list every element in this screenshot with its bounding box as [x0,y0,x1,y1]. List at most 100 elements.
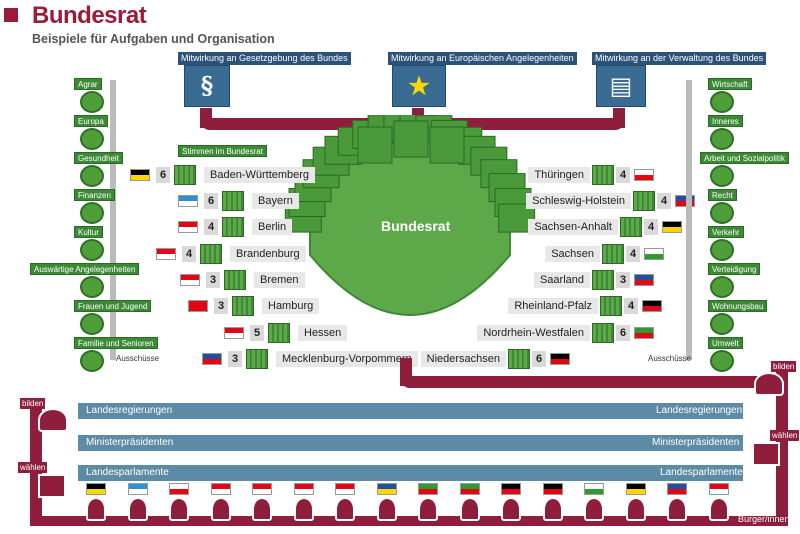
state-votes: 4 [182,246,196,262]
paragraph-icon: § [184,65,230,107]
state-votes: 4 [204,219,218,235]
state-name: Berlin [252,219,293,235]
state-flag [634,274,654,286]
title-marker [4,8,18,22]
chamber-label: Bundesrat [381,218,451,234]
bottom-state-flag [542,483,563,495]
citizen-icon [210,497,231,521]
citizen-icon [376,497,397,521]
state-flag [178,221,198,233]
ballot-stack-icon [592,270,614,290]
ballot-box-icon [38,474,66,498]
state-flag [180,274,200,286]
task-legislation: Mitwirkung an Gesetzgebung des Bundes § [178,52,351,107]
citizen-icon [667,497,687,521]
chamber-seat [393,120,429,158]
bottom-state-flag [293,483,314,495]
ballot-stack-icon [222,191,244,211]
band-landesregierungen-right-label: Landesregierungen [656,405,743,416]
band-ministerpraesidenten-right-label: Ministerpräsidenten [652,437,740,448]
citizen-icon [459,497,480,521]
bottom-state-flag [501,483,521,495]
ballot-stack-icon [620,217,642,237]
ballot-box-icon [752,442,780,466]
committee-icon [80,128,104,150]
state-flag [662,221,682,233]
task-administration-label: Mitwirkung an der Verwaltung des Bundes [592,52,767,65]
committee-label: Wohnungsbau [708,300,768,312]
committee-icon [710,350,734,372]
task-connector-left [200,108,212,128]
state-name: Sachsen [545,246,600,262]
state-name: Bayern [252,193,299,209]
ballot-stack-icon [224,270,246,290]
state-flag [202,353,222,365]
state-votes: 4 [644,219,658,235]
ballot-stack-icon [200,244,222,264]
task-legislation-label: Mitwirkung an Gesetzgebung des Bundes [178,52,351,65]
committee-label: Familie und Senioren [74,337,158,349]
committee-label: Verkehr [708,226,744,238]
committee-icon [710,202,734,224]
bottom-state-flag [584,483,604,495]
citizen-icon [335,497,355,521]
committees-right-bar [686,80,692,360]
bottom-state-flag [169,483,189,495]
committee-label: Verteidigung [708,263,761,275]
state-votes: 4 [616,167,630,183]
committee-icon [710,128,734,150]
state-votes: 6 [616,325,630,341]
state-votes: 3 [206,272,220,288]
bottom-state-flag [335,483,355,495]
state-name: Mecklenburg-Vorpommern [276,351,418,367]
flow-right-down [776,370,788,520]
state-votes: 3 [616,272,630,288]
citizen-icon [708,497,729,521]
state-name: Hessen [298,325,348,341]
citizen-icon [501,497,521,521]
bottom-state-flag [86,483,106,495]
task-connector-right [613,108,625,128]
ballot-stack-icon [232,296,254,316]
band-landesregierungen [78,403,743,419]
ballot-stack-icon [268,323,290,343]
committee-label: Finanzen [74,189,115,201]
citizen-icon [86,497,106,521]
state-name: Nordrhein-Westfalen [477,325,590,341]
committee-label: Agrar [74,78,102,90]
state-flag [550,353,570,365]
ballot-stack-icon [246,349,268,369]
ballot-stack-icon [602,244,624,264]
ballot-stack-icon [508,349,530,369]
ballot-stack-icon [222,217,244,237]
state-votes: 3 [228,351,242,367]
committee-icon [80,202,104,224]
citizen-icon [584,497,604,521]
band-landesregierungen-left-label: Landesregierungen [86,405,173,416]
chamber-seat [429,126,465,164]
committee-icon [710,239,734,261]
state-name: Niedersachsen [420,351,506,367]
citizen-icon [625,497,646,521]
state-flag [642,300,662,312]
state-name: Bremen [254,272,305,288]
bottom-state-flag [210,483,231,495]
action-waehlen-left: wählen [18,462,48,473]
committee-icon [710,165,734,187]
committee-label: Gesundheit [74,152,123,164]
citizen-icon [252,497,272,521]
state-name: Thüringen [528,167,590,183]
page-subtitle: Beispiele für Aufgaben und Organisation [32,32,275,46]
page-title: Bundesrat [32,2,147,29]
committees-left-caption: Ausschüsse [116,354,160,363]
band-landesparlamente-left-label: Landesparlamente [86,467,169,478]
band-landesparlamente [78,465,743,481]
bottom-state-flag [667,483,687,495]
state-flag [675,195,695,207]
citizen-icon [542,497,563,521]
state-flag [644,248,664,260]
state-votes: 6 [204,193,218,209]
ballot-stack-icon [592,323,614,343]
committee-icon [80,313,104,335]
committee-label: Umwelt [708,337,743,349]
